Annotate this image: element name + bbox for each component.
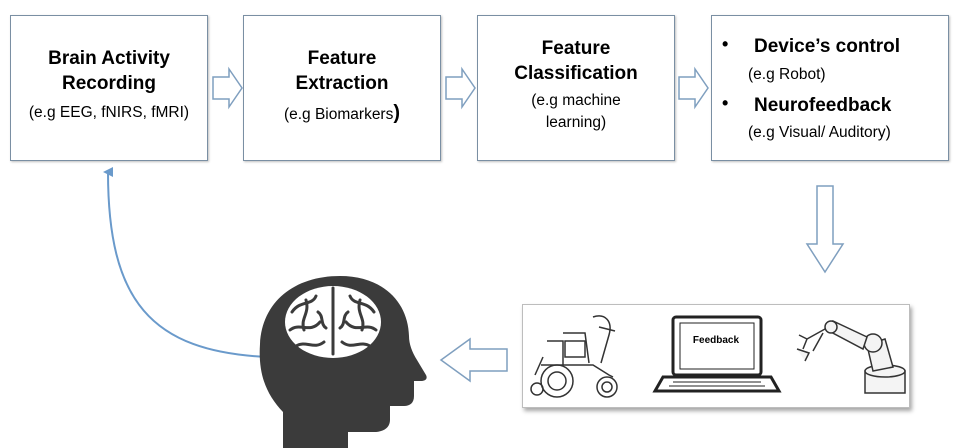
device-control-example: (e.g Robot) bbox=[748, 66, 826, 83]
box-example-paren: ) bbox=[393, 102, 401, 124]
curved-arrow-up bbox=[103, 166, 269, 358]
box-title: Recording bbox=[62, 73, 156, 94]
bullet-icon: • bbox=[722, 93, 729, 113]
laptop-icon bbox=[652, 315, 782, 393]
output-box: • Device’s control (e.g Robot) • Neurofe… bbox=[711, 15, 949, 161]
devices-panel: Feedback bbox=[522, 304, 910, 408]
feature-classification-box: Feature Classification (e.g machine lear… bbox=[477, 15, 675, 161]
brain-activity-recording-box: Brain Activity Recording (e.g EEG, fNIRS… bbox=[10, 15, 208, 161]
block-arrow-right bbox=[678, 66, 709, 110]
box-title: Brain Activity bbox=[48, 48, 170, 69]
block-arrow-left bbox=[439, 337, 508, 383]
neurofeedback-title: Neurofeedback bbox=[754, 95, 892, 116]
box-example-text: (e.g Biomarkers bbox=[283, 106, 394, 123]
box-example: (e.g EEG, fNIRS, fMRI) bbox=[28, 104, 190, 121]
box-title: Feature bbox=[541, 38, 611, 59]
block-arrow-right bbox=[212, 66, 243, 110]
block-arrow-down bbox=[805, 185, 845, 274]
box-title: Extraction bbox=[295, 73, 389, 94]
neurofeedback-example: (e.g Visual/ Auditory) bbox=[748, 124, 891, 141]
box-title: Classification bbox=[514, 63, 638, 84]
box-title: Feature bbox=[307, 48, 377, 69]
box-example: (e.g Biomarkers) bbox=[244, 102, 440, 126]
brain-head-icon bbox=[259, 276, 427, 448]
feedback-screen-label: Feedback bbox=[692, 335, 740, 346]
box-example: (e.g machine bbox=[531, 92, 621, 109]
bullet-icon: • bbox=[722, 34, 729, 54]
devices-illustration bbox=[530, 315, 906, 398]
robot-arm-icon bbox=[796, 319, 906, 394]
feature-extraction-box: Feature Extraction (e.g Biomarkers) bbox=[243, 15, 441, 161]
block-arrow-right bbox=[445, 66, 476, 110]
box-example: learning) bbox=[545, 114, 607, 131]
wheelchair-icon bbox=[530, 315, 618, 398]
device-control-title: Device’s control bbox=[754, 36, 901, 57]
